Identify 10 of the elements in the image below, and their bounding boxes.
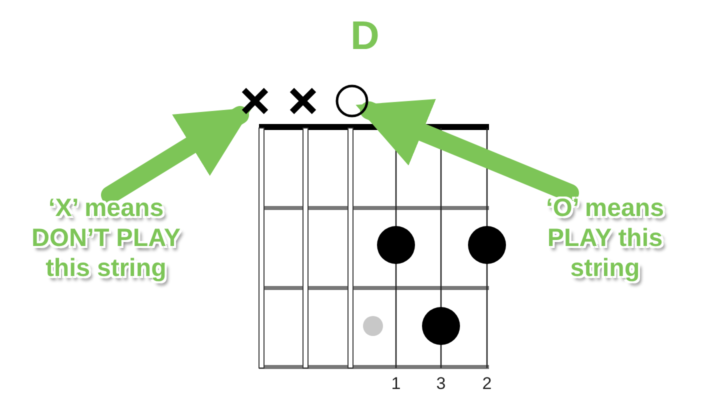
open-string-mark <box>335 84 369 118</box>
arrow <box>101 106 252 204</box>
muted-string-mark <box>240 86 270 116</box>
chord-name: D <box>350 14 380 59</box>
finger-number: 3 <box>435 374 447 394</box>
muted-string-mark <box>288 86 318 116</box>
arrow <box>356 98 579 202</box>
finger-number: 2 <box>481 374 493 394</box>
finger-number: 1 <box>390 374 402 394</box>
callout-text: ‘X’ means DON’T PLAY this string <box>8 193 204 288</box>
